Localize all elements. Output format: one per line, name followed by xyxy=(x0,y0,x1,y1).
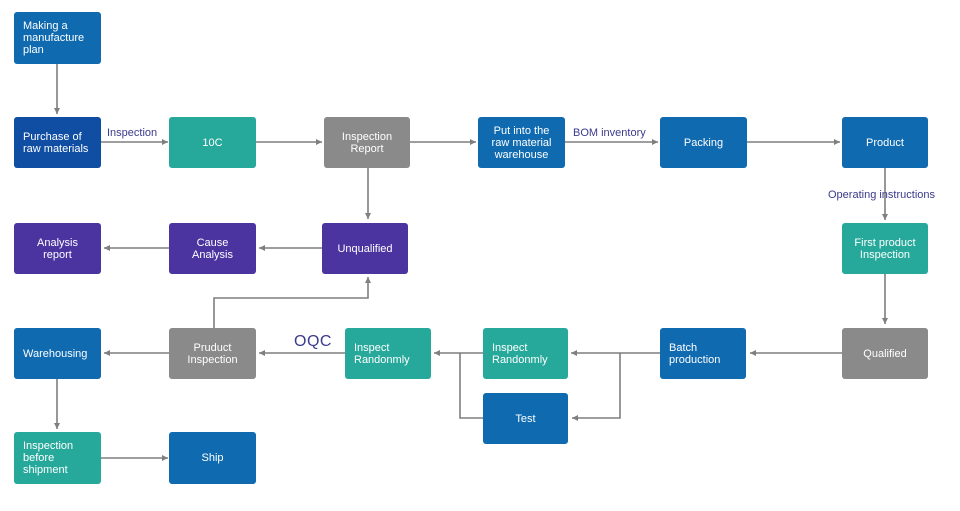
edge-label-bom-inventory: BOM inventory xyxy=(573,127,646,139)
edge-label-oqc: OQC xyxy=(294,333,332,350)
node-first-product-inspection: First product Inspection xyxy=(842,223,928,274)
node-qualified: Qualified xyxy=(842,328,928,379)
edge-test-to-inspect-randomly-1 xyxy=(459,353,483,419)
node-inspect-randomly-2: Inspect Randonmly xyxy=(483,328,568,379)
node-product-inspection: Pruduct Inspection xyxy=(169,328,256,379)
node-analysis-report: Analysis report xyxy=(14,223,101,274)
node-inspection-before-shipment: Inspection before shipment xyxy=(14,432,101,484)
node-inspection-report: Inspection Report xyxy=(324,117,410,168)
node-unqualified: Unqualified xyxy=(322,223,408,274)
node-batch-production: Batch production xyxy=(660,328,746,379)
edge-label-inspection: Inspection xyxy=(107,127,158,139)
node-inspect-randomly-1: Inspect Randonmly xyxy=(345,328,431,379)
edge-branch-to-test xyxy=(572,353,621,421)
node-test: Test xyxy=(483,393,568,444)
node-ioc: 10C xyxy=(169,117,256,168)
edge-product-inspection-to-unqualified xyxy=(213,277,371,328)
node-cause-analysis: Cause Analysis xyxy=(169,223,256,274)
edge-label-operating-instructions: Operating instructions xyxy=(828,189,935,201)
node-warehousing: Warehousing xyxy=(14,328,101,379)
node-ship: Ship xyxy=(169,432,256,484)
node-product: Product xyxy=(842,117,928,168)
node-packing: Packing xyxy=(660,117,747,168)
node-raw-material-warehouse: Put into the raw material warehouse xyxy=(478,117,565,168)
node-purchase-raw-materials: Purchase of raw materials xyxy=(14,117,101,168)
node-making-manufacture-plan: Making a manufacture plan xyxy=(14,12,101,64)
